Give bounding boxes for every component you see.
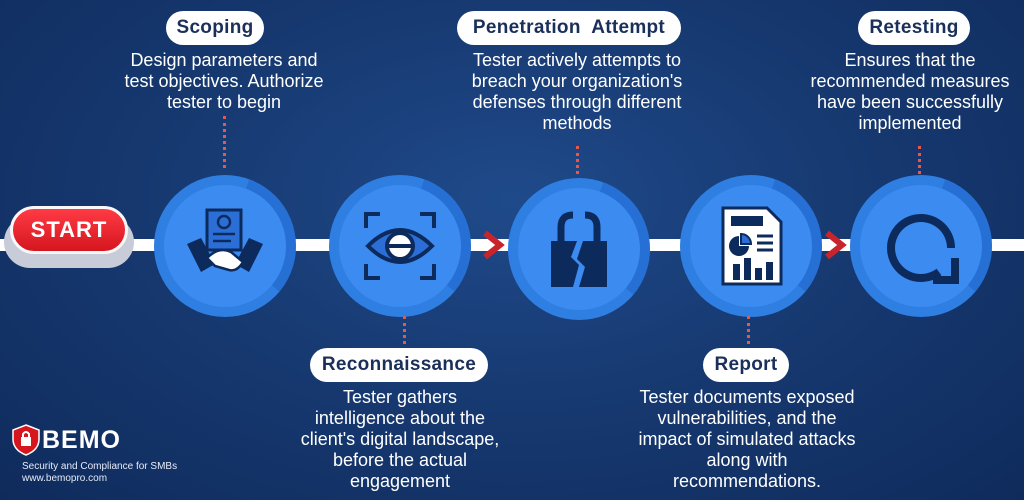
step-retesting-desc-line: recommended measures <box>810 71 1010 91</box>
step-reconnaissance-desc-line: client's digital landscape, <box>300 429 500 449</box>
step-retesting-title: Retesting <box>858 11 970 45</box>
refresh-arrow-icon <box>887 214 959 284</box>
step-scoping-circle <box>154 175 296 317</box>
chevron-right-icon <box>825 230 847 260</box>
broken-lock-icon <box>551 211 607 287</box>
step-penetration-description: Tester actively attempts to breach your … <box>446 50 708 134</box>
step-retesting-title-text: Retesting <box>869 17 959 38</box>
chevron-right-icon <box>483 230 505 260</box>
step-penetration-desc-line: methods <box>542 113 612 133</box>
step-scoping-connector <box>223 116 229 168</box>
step-penetration-circle <box>508 178 650 320</box>
step-report-title-text: Report <box>714 354 778 375</box>
step-reconnaissance-title: Reconnaissance <box>310 348 488 382</box>
start-button-face[interactable]: START <box>10 206 128 254</box>
step-scoping-desc-line: test objectives. Authorize <box>124 71 324 91</box>
step-retesting-desc-line: Ensures that the <box>844 50 976 70</box>
brand-url[interactable]: www.bemopro.com <box>22 473 108 484</box>
step-reconnaissance-desc-line: intelligence about the <box>314 408 486 428</box>
step-reconnaissance-title-text: Reconnaissance <box>321 354 477 375</box>
step-scoping-description: Design parameters and test objectives. A… <box>104 50 344 113</box>
step-report-desc-line: along with <box>706 450 788 470</box>
brand-name: BEMO <box>42 426 121 454</box>
step-report-desc-line: vulnerabilities, and the <box>657 408 837 428</box>
step-retesting-desc-line: implemented <box>858 113 962 133</box>
step-report-desc-line: Tester documents exposed <box>639 387 855 407</box>
step-scoping-desc-line: Design parameters and <box>130 50 318 70</box>
step-retesting-circle <box>850 175 992 317</box>
step-reconnaissance-desc-line: before the actual <box>332 450 468 470</box>
step-penetration-title-text: Penetration Attempt <box>472 17 666 38</box>
step-report-connector <box>747 316 753 344</box>
handshake-contract-icon <box>187 208 263 272</box>
step-reconnaissance-connector <box>403 316 409 344</box>
step-report-desc-line: recommendations. <box>672 471 822 491</box>
start-button[interactable]: START <box>4 206 134 270</box>
eye-icon <box>364 212 436 280</box>
step-scoping-desc-line: tester to begin <box>166 92 282 112</box>
bemo-shield-icon <box>12 424 40 456</box>
step-penetration-desc-line: defenses through different <box>472 92 682 112</box>
step-report-description: Tester documents exposed vulnerabilities… <box>616 387 878 492</box>
brand-tagline: Security and Compliance for SMBs <box>22 461 178 472</box>
step-penetration-connector <box>576 146 582 174</box>
step-penetration-desc-line: breach your organization's <box>471 71 683 91</box>
step-report-desc-line: impact of simulated attacks <box>638 429 856 449</box>
step-scoping-title-text: Scoping <box>176 17 254 38</box>
step-reconnaissance-description: Tester gathers intelligence about the cl… <box>280 387 520 492</box>
start-label: START <box>30 217 108 242</box>
step-retesting-connector <box>918 146 924 174</box>
step-reconnaissance-desc-line: Tester gathers <box>342 387 458 407</box>
step-retesting-desc-line: have been successfully <box>816 92 1004 112</box>
step-report-circle <box>680 175 822 317</box>
step-reconnaissance-circle <box>329 175 471 317</box>
step-scoping-title: Scoping <box>166 11 264 45</box>
step-penetration-desc-line: Tester actively attempts to <box>472 50 682 70</box>
step-retesting-description: Ensures that the recommended measures ha… <box>790 50 1024 134</box>
step-reconnaissance-desc-line: engagement <box>349 471 451 491</box>
report-document-icon <box>721 206 783 286</box>
step-report-title: Report <box>703 348 789 382</box>
step-penetration-title: Penetration Attempt <box>457 11 681 45</box>
